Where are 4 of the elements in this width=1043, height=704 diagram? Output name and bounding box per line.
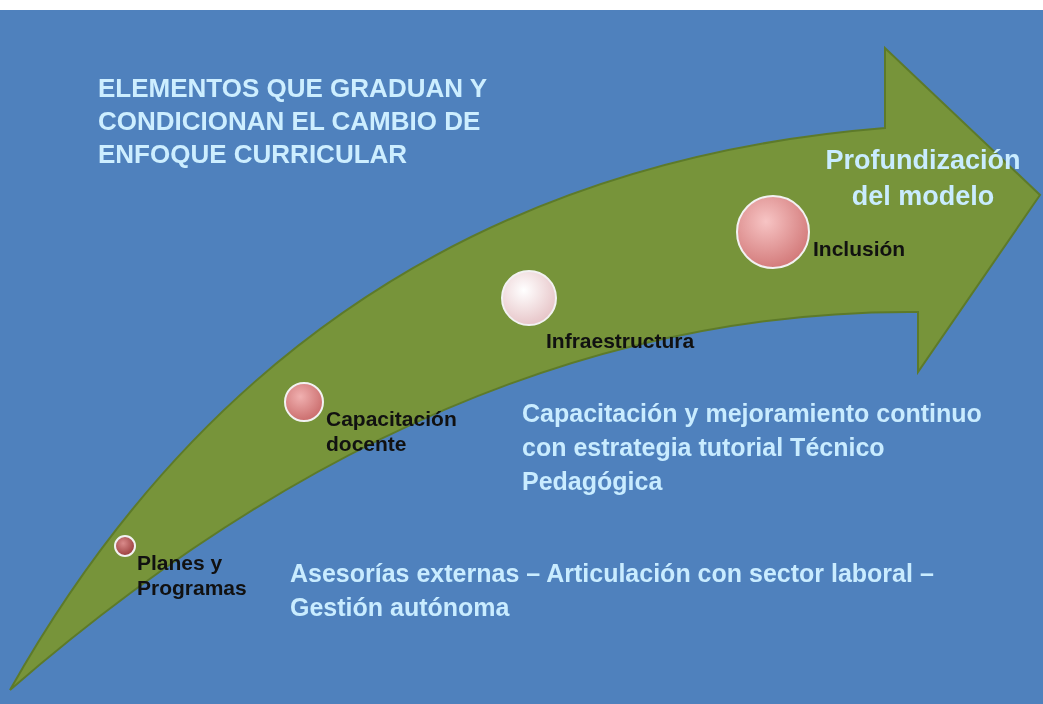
title-text: ELEMENTOS QUE GRADUAN Y CONDICIONAN EL CAMBIO DE ENFOQUE CURRICULAR	[98, 72, 488, 171]
note-text: Capacitación y mejoramiento continuo con estrategia tutorial Técnico Pedagógica	[522, 398, 983, 497]
node-label: Inclusión	[813, 236, 907, 261]
note-text: Asesorías externas – Articulación con sector laboral – Gestión autónoma	[290, 558, 935, 623]
